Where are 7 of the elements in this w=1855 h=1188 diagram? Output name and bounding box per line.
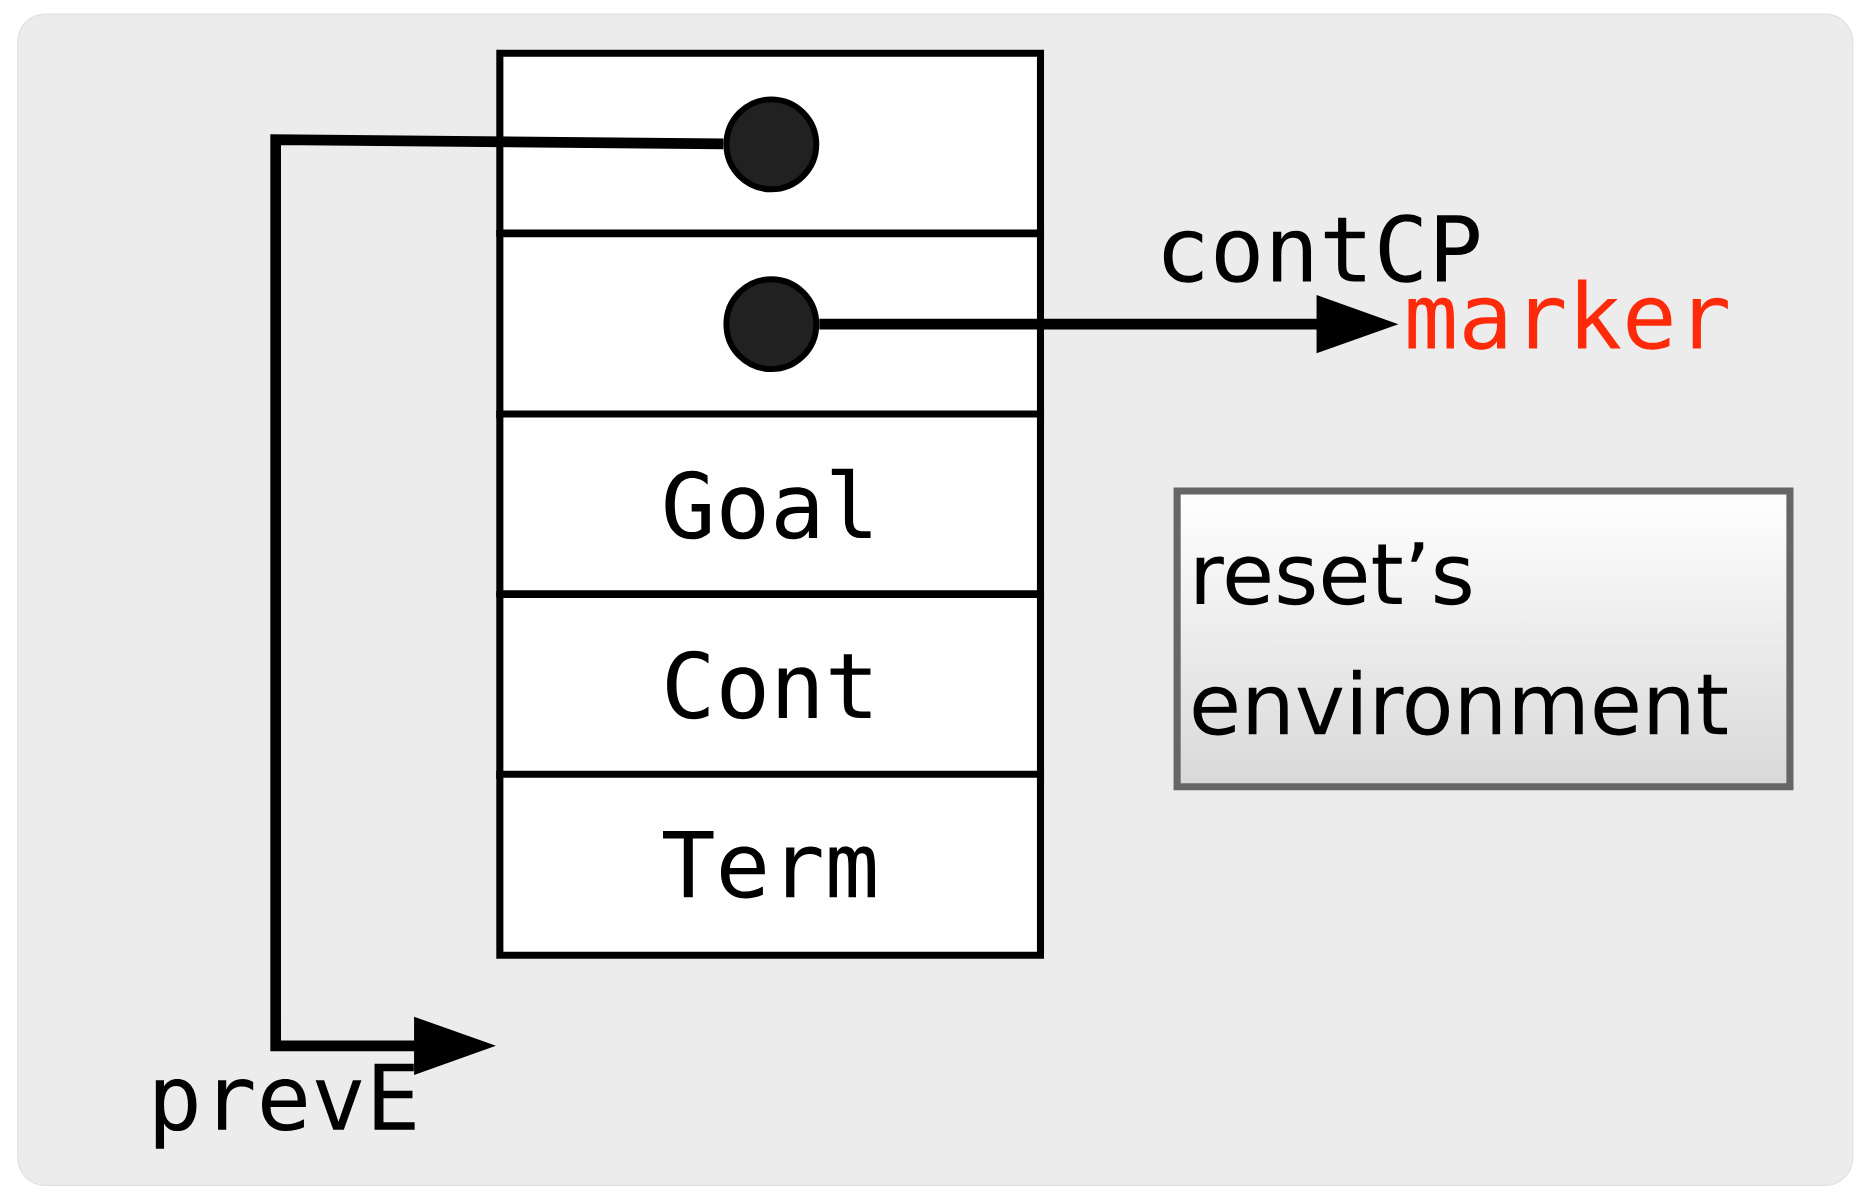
stack-cell: Goal [496,410,1045,598]
pointer-dot [723,276,820,373]
pointer-dot [723,96,820,193]
environment-box: reset’s environment [1173,487,1794,791]
stack-cell: Term [496,770,1045,959]
edge-label: prevE [155,1063,415,1149]
stack-cell: Cont [496,591,1045,780]
